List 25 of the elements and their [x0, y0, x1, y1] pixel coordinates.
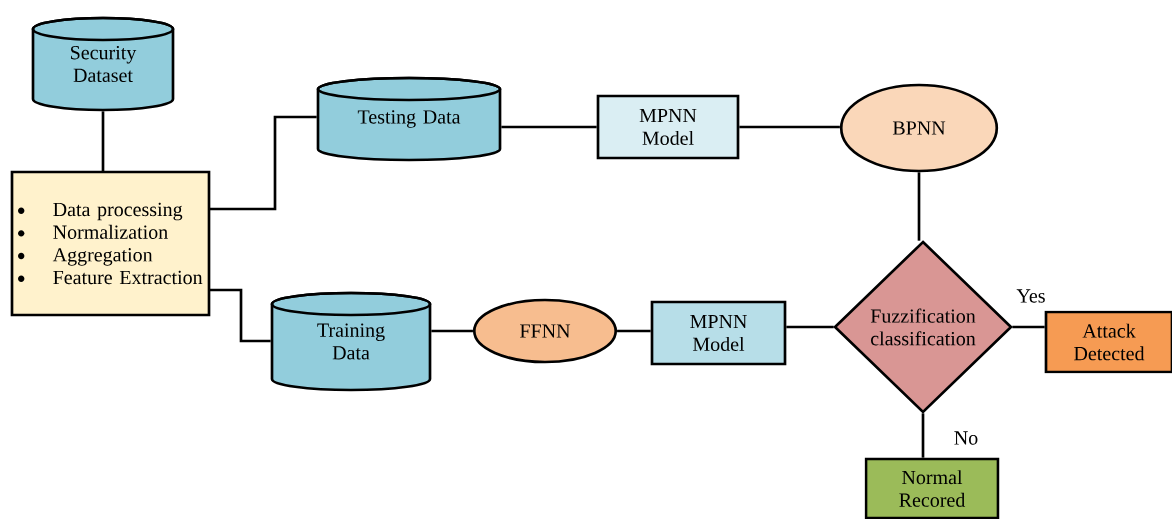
connector — [786, 325, 834, 329]
process-box — [10, 170, 211, 317]
model-box: MPNN Model — [650, 300, 787, 366]
edge-label: No — [954, 431, 978, 445]
list-item: Aggregation — [52, 248, 153, 266]
connector — [1012, 325, 1045, 329]
connector — [739, 125, 840, 129]
list-item: Normalization — [53, 224, 168, 239]
list-item: Feature Extraction — [53, 270, 203, 285]
connector — [209, 288, 271, 343]
connector — [617, 329, 651, 333]
connector — [921, 413, 925, 458]
connector — [209, 115, 317, 211]
database-cylinder: Testing Data — [316, 76, 502, 162]
database-cylinder: Security Dataset — [31, 16, 175, 112]
connector — [431, 329, 473, 333]
connector — [917, 172, 921, 241]
database-cylinder: Training Data — [270, 291, 432, 392]
result-box: Normal Recored — [864, 457, 1000, 519]
model-box: MPNN Model — [596, 94, 740, 160]
edge-label: Yes — [1016, 289, 1045, 303]
connector — [101, 111, 105, 172]
list-item: Data processing — [53, 202, 183, 221]
connector — [501, 125, 597, 129]
result-box: Attack Detected — [1044, 310, 1172, 374]
